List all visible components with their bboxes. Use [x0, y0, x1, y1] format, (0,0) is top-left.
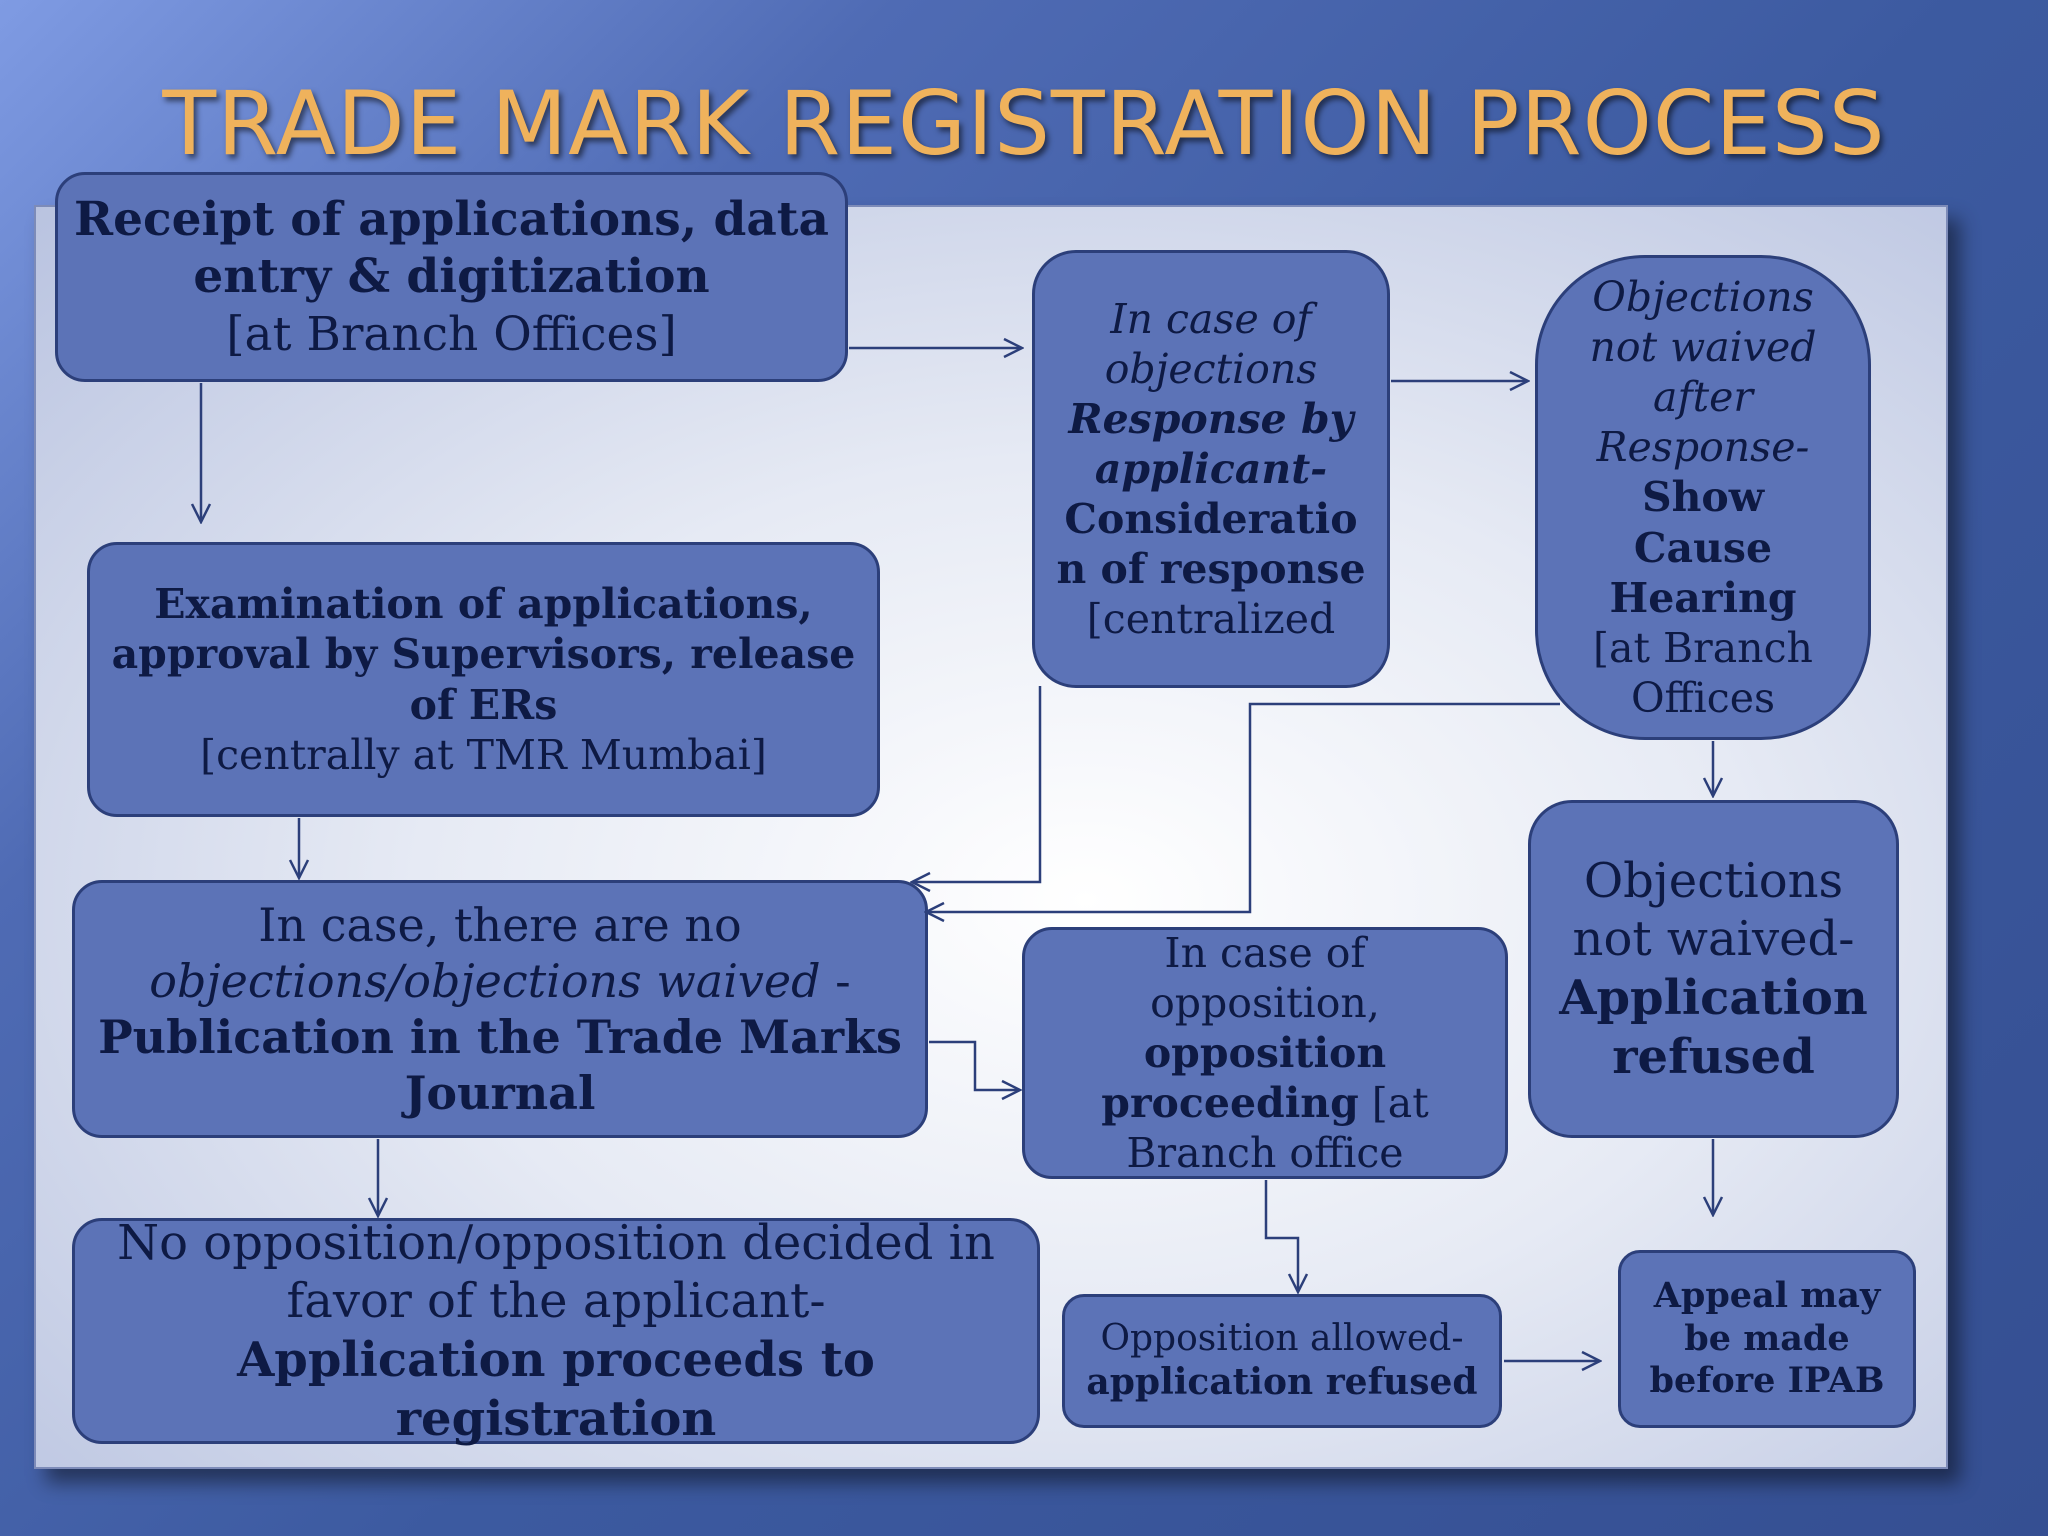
response-line7: [centralized — [1086, 595, 1336, 644]
response-line2: objections — [1104, 344, 1318, 393]
response-line1: In case of — [1110, 294, 1312, 343]
opposition-allowed-line2: application refused — [1086, 1361, 1478, 1403]
appeal-box: Appeal may be made before IPAB — [1618, 1250, 1916, 1428]
receipt-line1: Receipt of applications, data — [74, 192, 829, 247]
refused-line4: refused — [1612, 1028, 1815, 1085]
opposition-line5: Branch office — [1126, 1129, 1404, 1178]
publication-box: In case, there are no objections/objecti… — [72, 880, 928, 1138]
publication-line2: objections/objections waived — [149, 953, 821, 1008]
registration-box: No opposition/opposition decided in favo… — [72, 1215, 1040, 1447]
appeal-line2: be made — [1684, 1317, 1850, 1359]
show-cause-line9: Offices — [1630, 673, 1776, 722]
page-title: TRADE MARK REGISTRATION PROCESS — [162, 72, 1886, 175]
response-line3: Response by — [1068, 394, 1354, 443]
show-cause-line8: [at Branch — [1593, 623, 1813, 672]
response-line5: Consideratio — [1064, 495, 1358, 543]
response-box: In case of objections Response by applic… — [1032, 250, 1390, 688]
response-line4: applicant- — [1094, 444, 1328, 493]
show-cause-line2: not waived — [1589, 323, 1817, 372]
show-cause-line1: Objections — [1592, 273, 1814, 322]
opposition-line4-wrap: proceeding [at — [1101, 1078, 1428, 1128]
registration-line1: No opposition/opposition decided in — [117, 1214, 995, 1271]
appeal-line3: before IPAB — [1649, 1360, 1885, 1402]
examination-line1: Examination of applications, — [154, 580, 813, 629]
examination-box: Examination of applications, approval by… — [87, 542, 880, 817]
show-cause-line5: Show — [1641, 473, 1765, 522]
publication-line4: Journal — [404, 1066, 596, 1121]
opposition-allowed-line1: Opposition allowed- — [1100, 1318, 1464, 1360]
registration-line2: favor of the applicant- — [286, 1273, 826, 1330]
response-line6: n of response — [1056, 545, 1366, 594]
show-cause-line4: Response- — [1596, 423, 1810, 472]
refused-line2: not waived- — [1572, 911, 1855, 968]
publication-line2-wrap: objections/objections waived - — [149, 953, 850, 1009]
show-cause-line7: Hearing — [1609, 573, 1797, 622]
opposition-box: In case of opposition, opposition procee… — [1022, 927, 1508, 1179]
refused-line1: Objections — [1583, 852, 1844, 909]
refused-line3: Application — [1559, 970, 1868, 1026]
refused-box: Objections not waived- Application refus… — [1528, 800, 1899, 1138]
receipt-box: Receipt of applications, data entry & di… — [55, 172, 848, 382]
receipt-line3: [at Branch Offices] — [226, 306, 677, 362]
opposition-line4b: [at — [1358, 1079, 1429, 1128]
show-cause-line3: after — [1653, 373, 1753, 422]
opposition-line2: opposition, — [1150, 978, 1380, 1027]
registration-line3: Application proceeds to registration — [237, 1332, 875, 1447]
publication-line3: Publication in the Trade Marks — [98, 1010, 902, 1064]
show-cause-box: Objections not waived after Response- Sh… — [1535, 255, 1871, 740]
appeal-line1: Appeal may — [1653, 1274, 1881, 1316]
examination-line4: [centrally at TMR Mumbai] — [200, 730, 767, 779]
opposition-line3: opposition — [1143, 1029, 1387, 1077]
examination-line2: approval by Supervisors, release — [111, 630, 856, 679]
publication-line1: In case, there are no — [258, 897, 742, 952]
opposition-line1: In case of — [1164, 928, 1366, 977]
show-cause-line6: Cause — [1633, 523, 1773, 572]
opposition-allowed-box: Opposition allowed- application refused — [1062, 1294, 1502, 1428]
publication-line2-dash: - — [820, 953, 851, 1008]
examination-line3: of ERs — [409, 680, 558, 729]
receipt-line2: entry & digitization — [193, 249, 710, 305]
opposition-line4a: proceeding — [1101, 1079, 1359, 1128]
